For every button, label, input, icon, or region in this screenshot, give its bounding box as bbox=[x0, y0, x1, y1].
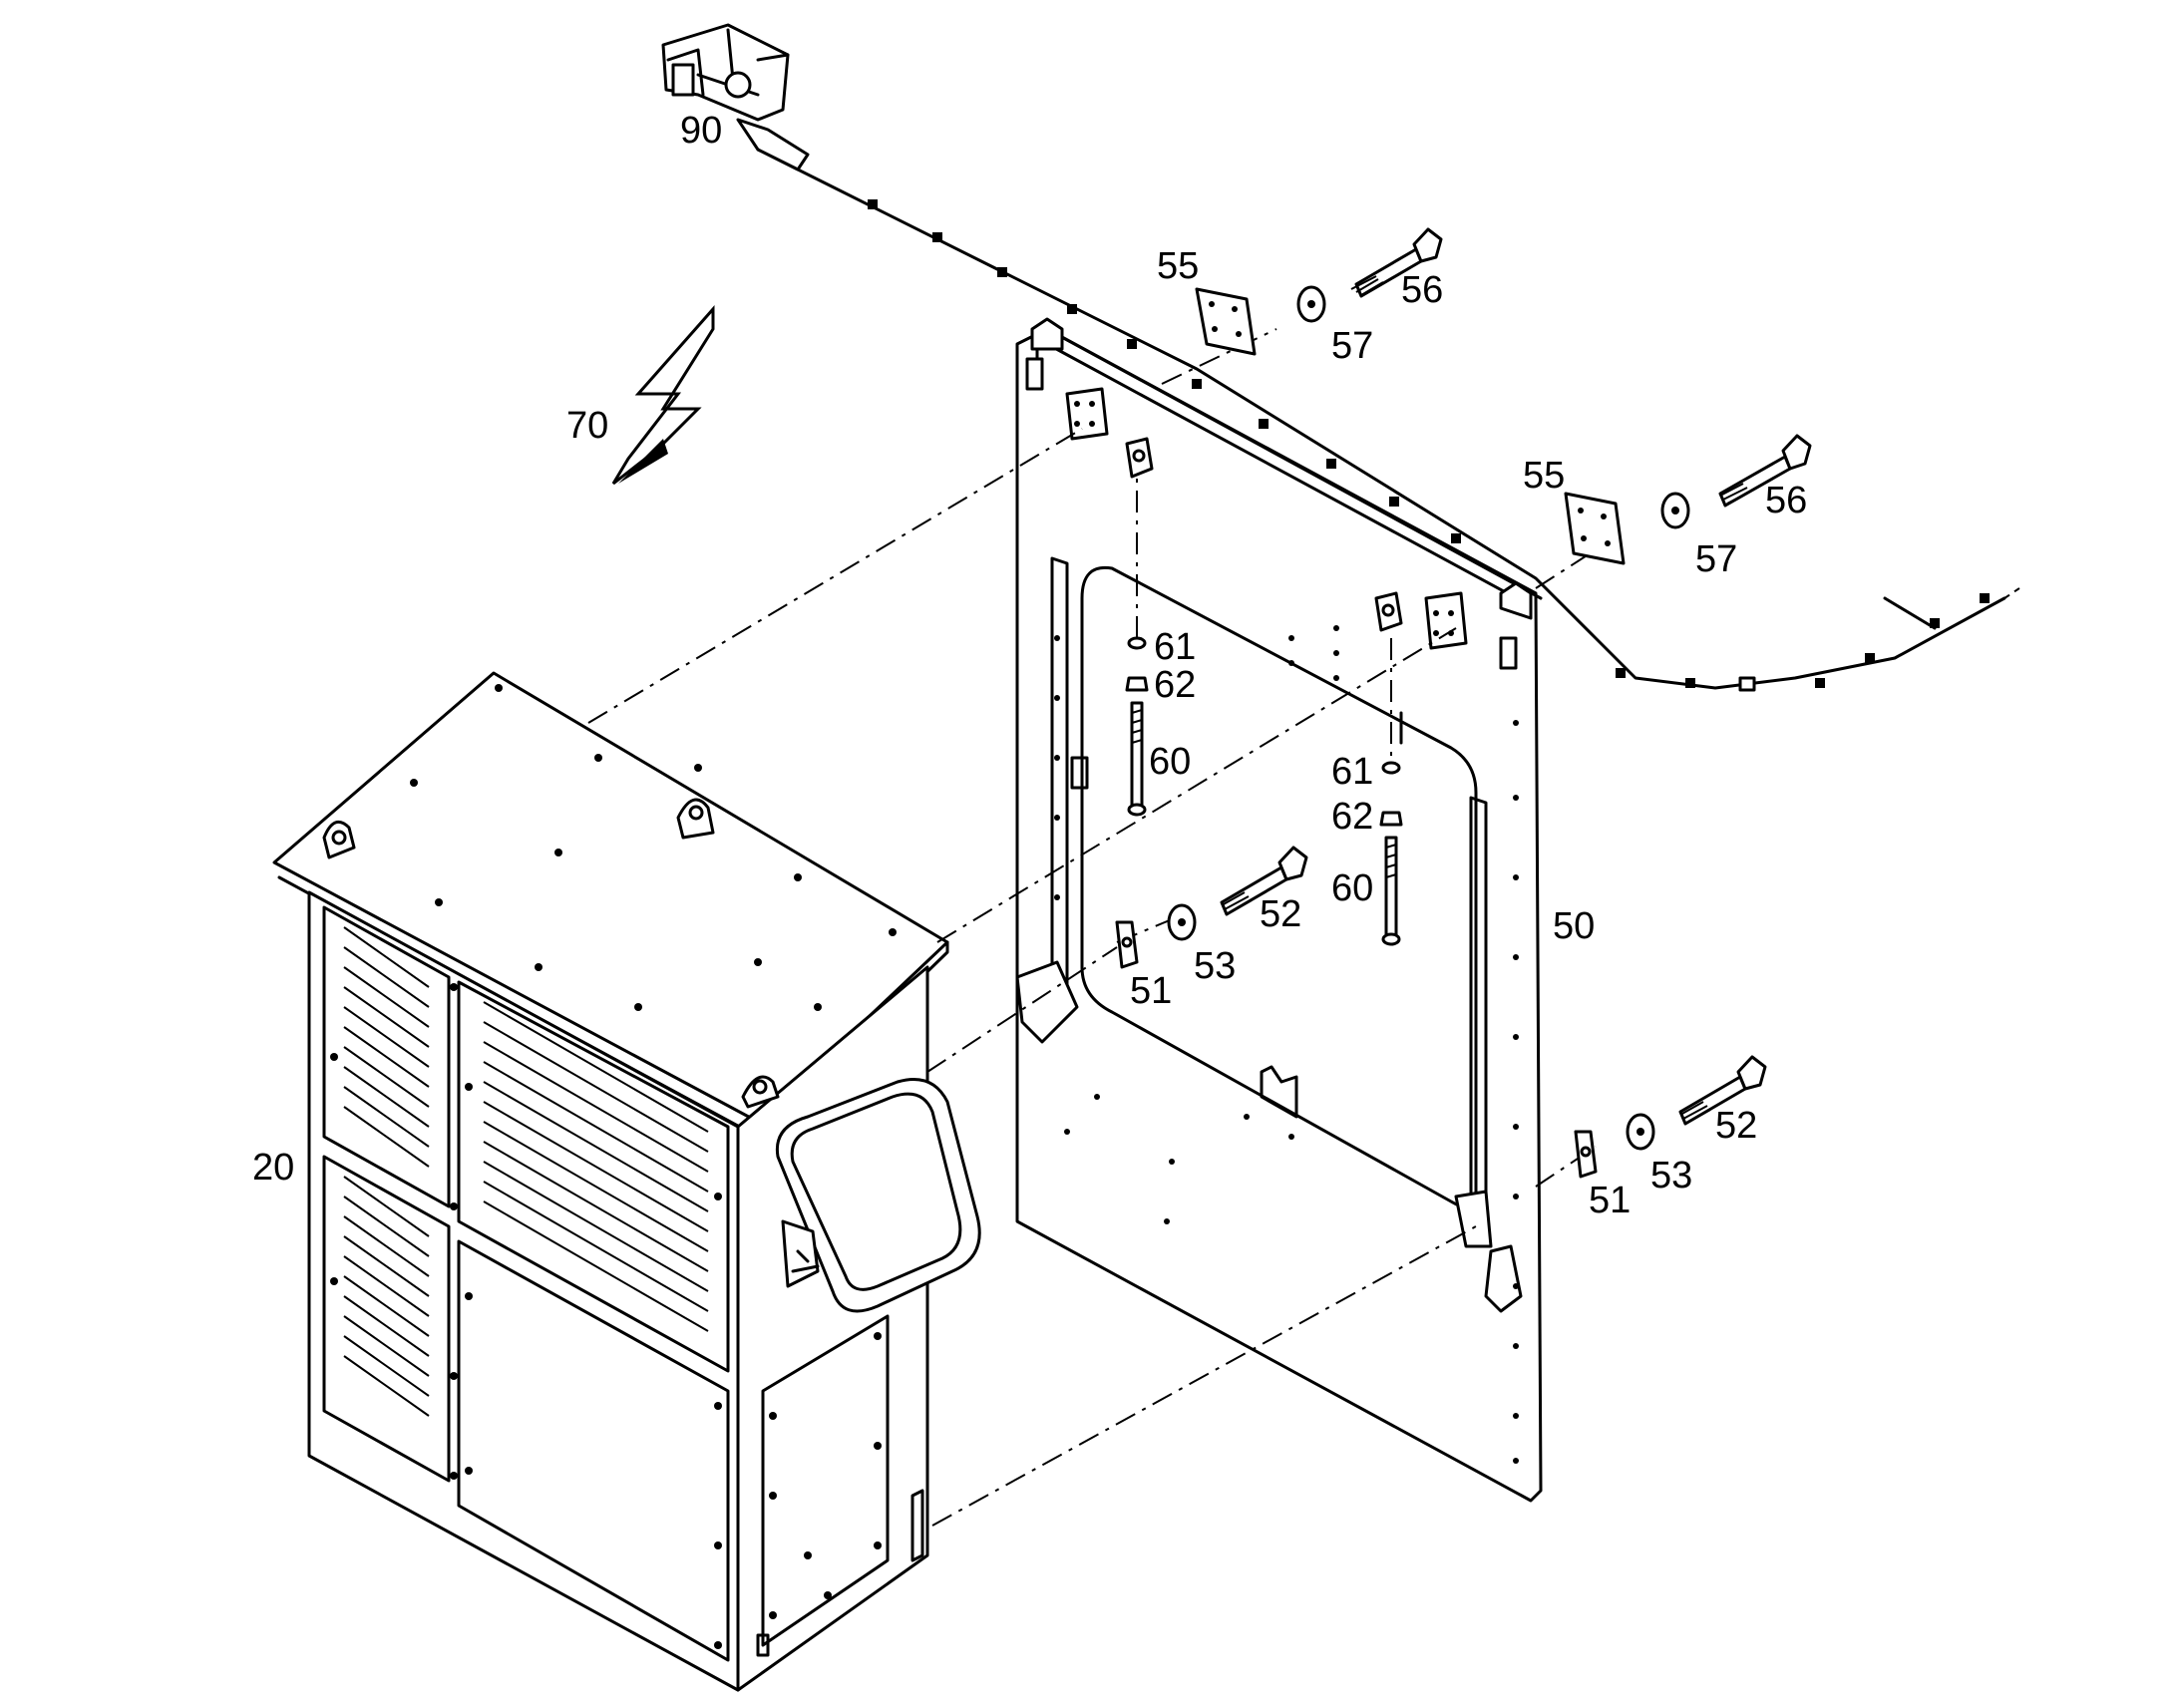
callout-62-left: 62 bbox=[1154, 664, 1197, 706]
back-panel bbox=[1015, 317, 1543, 1503]
bolt-56-lower bbox=[1718, 434, 1812, 508]
callout-70: 70 bbox=[566, 405, 609, 447]
callout-51-lower: 51 bbox=[1589, 1180, 1632, 1221]
washer-57-lower bbox=[1660, 492, 1690, 529]
washer-61-right bbox=[1381, 761, 1401, 775]
nut-62-left bbox=[1125, 676, 1149, 692]
callout-52-lower: 52 bbox=[1715, 1105, 1758, 1147]
washer-57-upper bbox=[1296, 285, 1326, 323]
callout-60-right: 60 bbox=[1331, 867, 1374, 909]
plate-55-upper bbox=[1195, 287, 1257, 356]
bolt-52-lower bbox=[1678, 1055, 1767, 1126]
callout-55-upper: 55 bbox=[1157, 245, 1200, 287]
callout-53-upper: 53 bbox=[1194, 945, 1237, 987]
bolt-60-right bbox=[1381, 836, 1401, 946]
callout-57-lower: 57 bbox=[1695, 538, 1738, 580]
callout-20: 20 bbox=[252, 1147, 295, 1189]
washer-61-left bbox=[1127, 636, 1147, 650]
louver-panel-lower-left bbox=[322, 1155, 451, 1483]
clip-upper-left bbox=[1125, 437, 1154, 479]
callout-57-upper: 57 bbox=[1331, 325, 1374, 367]
nut-62-right bbox=[1379, 811, 1403, 827]
callout-90: 90 bbox=[680, 110, 723, 152]
callout-56-lower: 56 bbox=[1765, 480, 1808, 521]
cabinet-enclosure bbox=[272, 671, 981, 1692]
callout-52-upper: 52 bbox=[1260, 893, 1302, 935]
lightning-bolt-icon bbox=[611, 305, 715, 486]
callout-51-upper: 51 bbox=[1130, 970, 1173, 1012]
side-access-panel bbox=[761, 1314, 890, 1647]
callout-61-left: 61 bbox=[1154, 626, 1197, 668]
callout-60-left: 60 bbox=[1149, 741, 1192, 783]
clip-upper-right bbox=[1374, 591, 1403, 632]
wiring-harness bbox=[661, 23, 2020, 692]
callout-53-lower: 53 bbox=[1650, 1155, 1693, 1196]
washer-53-upper bbox=[1167, 903, 1197, 941]
bolt-56-upper bbox=[1350, 227, 1443, 298]
louver-panel-upper-left bbox=[322, 905, 451, 1208]
lower-front-panel bbox=[457, 1239, 730, 1662]
callout-50: 50 bbox=[1553, 905, 1596, 947]
bolt-52-upper bbox=[1220, 846, 1308, 916]
washer-53-lower bbox=[1626, 1113, 1655, 1151]
callout-56-upper: 56 bbox=[1401, 269, 1444, 311]
bolt-60-left bbox=[1127, 701, 1147, 817]
callout-55-lower: 55 bbox=[1523, 455, 1566, 497]
callout-61-right: 61 bbox=[1331, 751, 1374, 793]
louver-panel-upper-right bbox=[457, 980, 730, 1373]
callout-62-right: 62 bbox=[1331, 796, 1374, 838]
bushing-51-lower bbox=[1574, 1130, 1598, 1179]
bushing-51-upper bbox=[1115, 920, 1139, 969]
side-mirror bbox=[775, 1078, 981, 1313]
plate-55-lower bbox=[1564, 492, 1626, 565]
